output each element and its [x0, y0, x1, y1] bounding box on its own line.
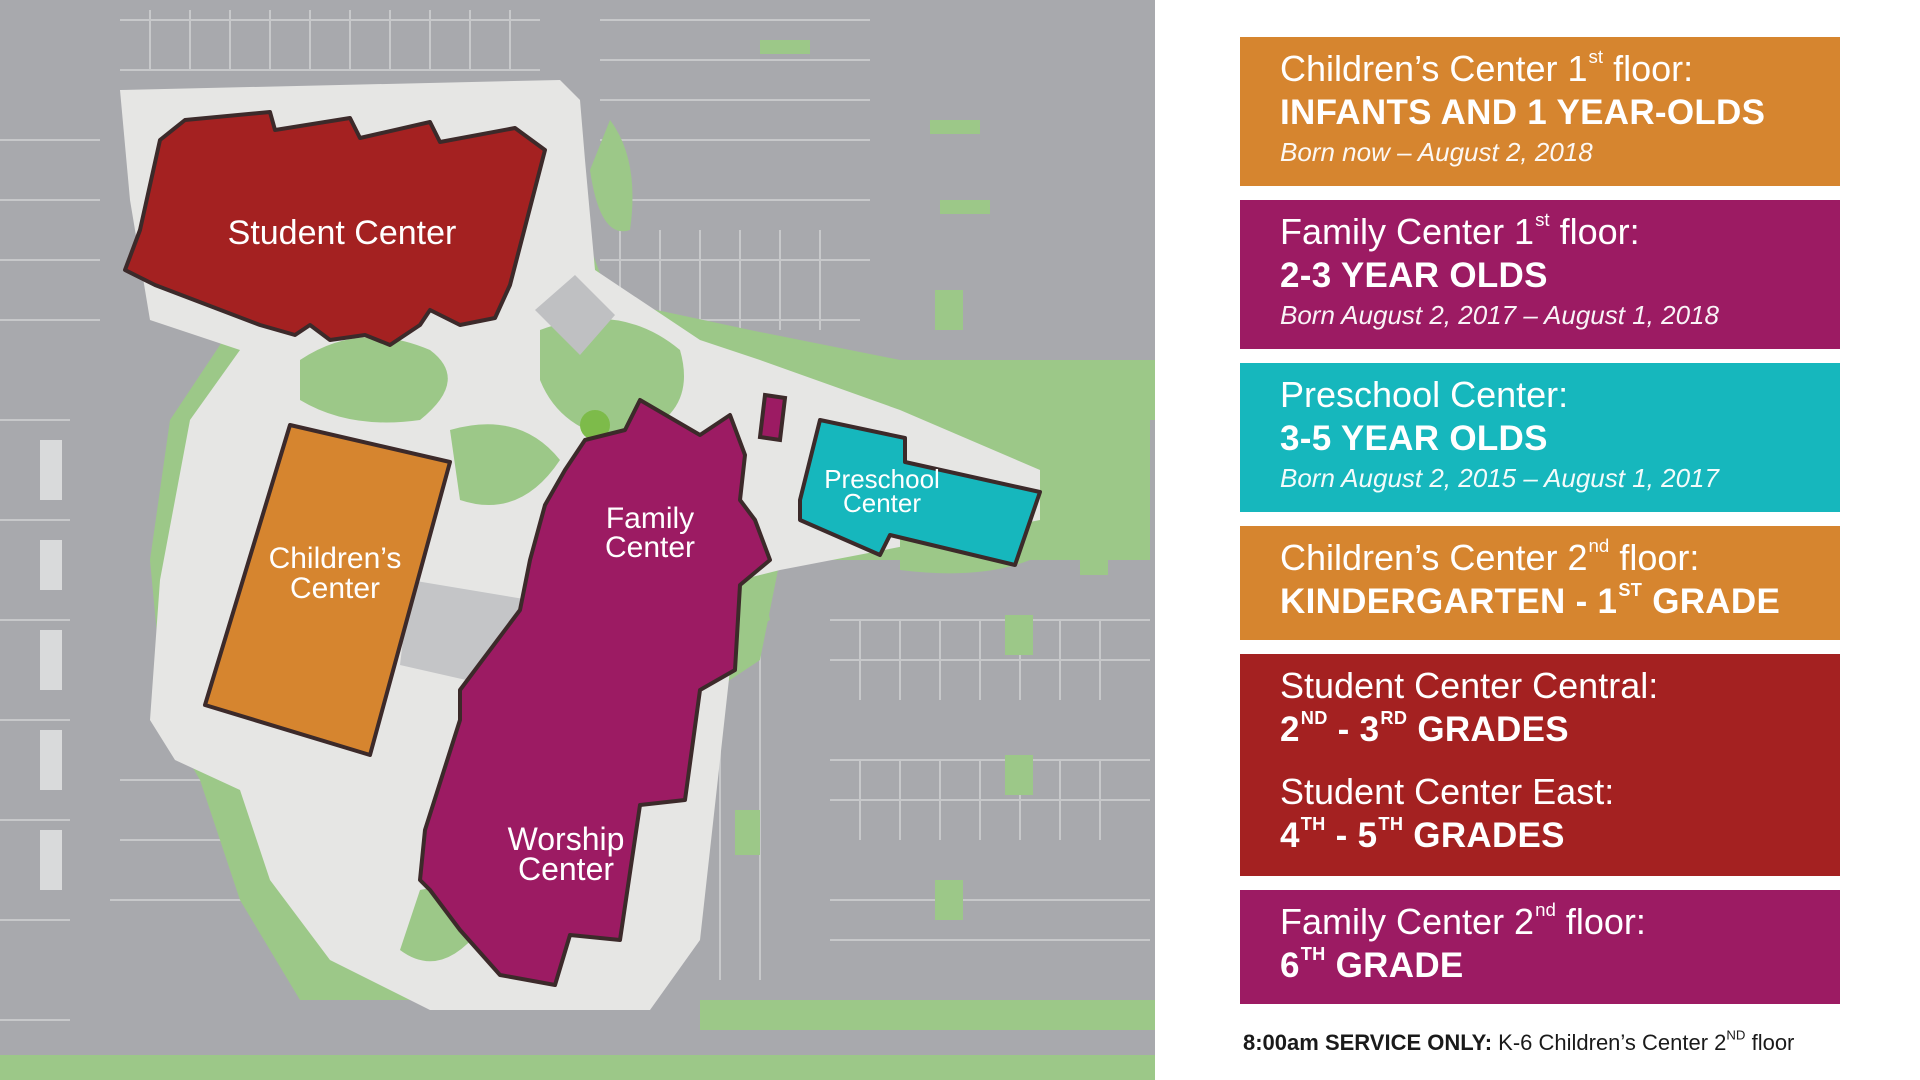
- building-family-worship-center: [418, 398, 772, 987]
- lawn-patch: [450, 424, 560, 505]
- building-family-center-tower: [757, 392, 788, 443]
- card-age-group: 2-3 YEAR OLDS: [1280, 256, 1548, 295]
- card-birth-dates: Born now – August 2, 2018: [1280, 137, 1593, 167]
- campus-map: Student Center Children’s Center Family …: [0, 0, 1155, 1080]
- service-note: 8:00am SERVICE ONLY: K-6 Children’s Cent…: [1243, 1027, 1795, 1055]
- lawn-island: [735, 810, 760, 855]
- lawn-island: [40, 540, 62, 590]
- lawn-island: [1005, 755, 1033, 795]
- legend-card-student-center: Student Center Central: 2ND - 3RD GRADES…: [1240, 654, 1840, 876]
- building-student-center: [123, 110, 547, 347]
- building-childrens-center: [203, 423, 452, 757]
- label-preschool-center-line2: Center: [843, 488, 921, 518]
- lawn-strip: [700, 1000, 1155, 1030]
- lawn-strip: [960, 360, 1155, 420]
- lawn-island: [40, 440, 62, 500]
- label-preschool-center-line1: Preschool: [824, 464, 940, 494]
- label-childrens-center-line1: Children’s: [269, 542, 402, 575]
- label-family-center-line2: Center: [605, 531, 695, 564]
- card-age-group: 2ND - 3RD GRADES: [1280, 707, 1569, 749]
- card-heading: Preschool Center:: [1280, 374, 1569, 415]
- building-preschool-center: [798, 418, 1042, 567]
- card-birth-dates: Born August 2, 2017 – August 1, 2018: [1280, 300, 1719, 330]
- legend-card-childrens-center-1st-floor: Children’s Center 1st floor: INFANTS AND…: [1240, 37, 1840, 186]
- card-age-group: 6TH GRADE: [1280, 943, 1464, 985]
- label-worship-center-line1: Worship: [508, 821, 625, 857]
- label-worship-center-line2: Center: [518, 851, 614, 887]
- lawn-patch: [300, 337, 448, 423]
- label-family-center-line1: Family: [606, 502, 694, 535]
- card-heading: Family Center 1st floor:: [1280, 209, 1640, 252]
- legend-card-family-center-2nd-floor: Family Center 2nd floor: 6TH GRADE: [1240, 890, 1840, 1004]
- card-heading-secondary: Student Center East:: [1280, 771, 1615, 812]
- lawn-island: [940, 200, 990, 214]
- card-heading: Children’s Center 1st floor:: [1280, 46, 1694, 89]
- lawn-island: [760, 40, 810, 54]
- card-age-group-secondary: 4TH - 5TH GRADES: [1280, 813, 1565, 855]
- lawn-patch: [590, 120, 633, 232]
- card-birth-dates: Born August 2, 2015 – August 1, 2017: [1280, 463, 1719, 493]
- entry-plaza: [535, 275, 615, 355]
- lawn-island: [40, 830, 62, 890]
- label-student-center: Student Center: [228, 214, 457, 252]
- card-heading: Children’s Center 2nd floor:: [1280, 535, 1700, 578]
- card-heading: Family Center 2nd floor:: [1280, 899, 1646, 942]
- lawn-island: [40, 730, 62, 790]
- lawn-island: [1080, 530, 1108, 575]
- age-group-legend: Children’s Center 1st floor: INFANTS AND…: [1240, 37, 1840, 1018]
- legend-card-preschool-center: Preschool Center: 3-5 YEAR OLDS Born Aug…: [1240, 363, 1840, 512]
- legend-card-childrens-center-2nd-floor: Children’s Center 2nd floor: KINDERGARTE…: [1240, 526, 1840, 640]
- legend-card-family-center-1st-floor: Family Center 1st floor: 2-3 YEAR OLDS B…: [1240, 200, 1840, 349]
- lawn-island: [40, 630, 62, 690]
- card-age-group: INFANTS AND 1 YEAR-OLDS: [1280, 93, 1766, 132]
- card-age-group: 3-5 YEAR OLDS: [1280, 419, 1548, 458]
- service-note-text: K-6 Children’s Center 2: [1492, 1030, 1727, 1055]
- campus-map-graphic: Student Center Children’s Center Family …: [0, 0, 1155, 1080]
- card-age-group: KINDERGARTEN - 1ST GRADE: [1280, 579, 1781, 621]
- lawn-island: [930, 120, 980, 134]
- lawn-island: [1005, 615, 1033, 655]
- label-childrens-center-line2: Center: [290, 572, 380, 605]
- lawn-island: [935, 290, 963, 330]
- lawn-strip: [0, 1055, 1155, 1080]
- card-heading: Student Center Central:: [1280, 665, 1659, 706]
- tree: [580, 410, 610, 440]
- lawn-island: [935, 880, 963, 920]
- service-note-label: 8:00am SERVICE ONLY:: [1243, 1030, 1493, 1055]
- parking-stalls: [0, 10, 1150, 1021]
